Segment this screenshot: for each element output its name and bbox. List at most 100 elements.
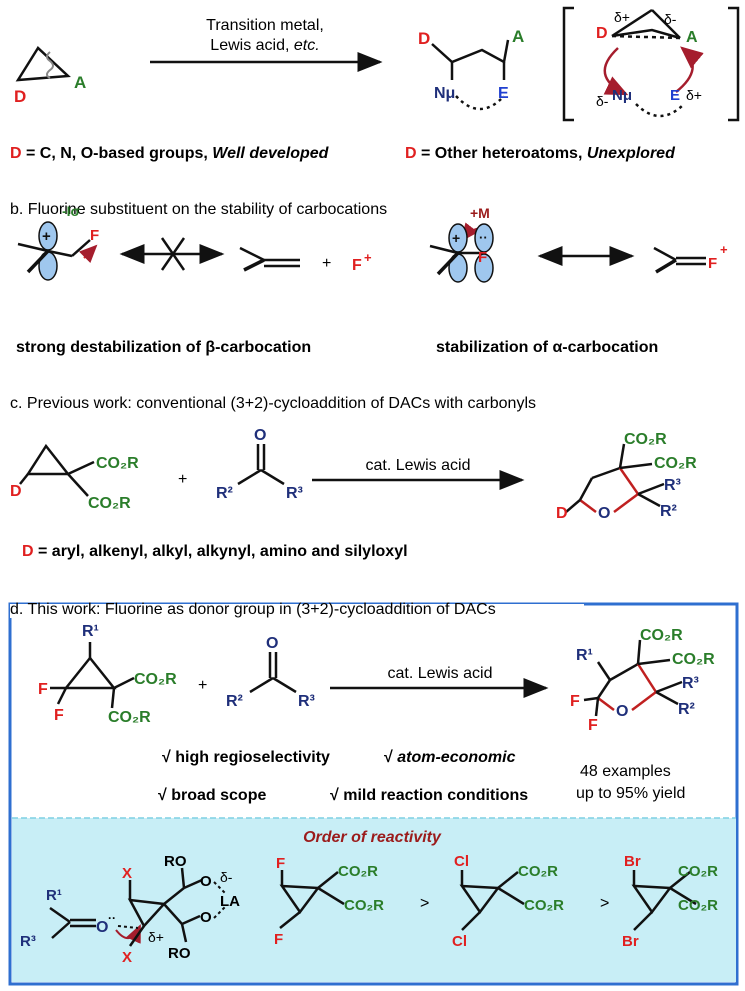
difluoro-cyclopropane: F F CO₂R CO₂R [274,855,384,948]
section-b-title: b. Fluorine substituent on the stability… [10,201,387,218]
feature-scope: √ broad scope [158,787,266,804]
r-label: R¹ [46,887,62,904]
feature-atom-economy: √ atom-economic [384,749,516,766]
fluorine-label: F [38,681,48,698]
ester-label: CO₂R [654,455,697,472]
difluoro-thf-product: R¹ CO₂R CO₂R R³ R² F F O [570,627,715,734]
ester-label: CO₂R [96,455,139,472]
greater-than: > [600,895,609,912]
ester-label: CO₂R [518,863,558,880]
svg-text:··: ·· [108,911,116,925]
oxygen-label: O [96,919,108,936]
ester-label: CO₂R [672,651,715,668]
examples-count: 48 examples [580,763,671,780]
thf-product: O D CO₂R CO₂R R³ R² [556,431,697,522]
acceptor-label: A [74,73,86,92]
electrophile-label: E [670,87,680,104]
fluorine-label: F [478,249,487,266]
oxygen-label: O [266,635,278,652]
r2-label: R² [660,503,677,520]
r2-label: R² [216,485,233,502]
oxygen-label: O [200,873,212,890]
r2-label: R² [226,693,243,710]
fluorine-cation: F [352,257,362,274]
carbonyl: O R² R³ [226,635,315,710]
ester-label: CO₂R [678,863,718,880]
oxygen-label: O [254,427,266,444]
caption-beta: strong destabilization of β-carbocation [16,339,311,356]
r3-label: R³ [286,485,303,502]
section-d: d. This work: Fluorine as donor group in… [8,601,739,986]
caption-developed: D = C, N, O-based groups, Well developed [10,145,330,162]
section-d-title: d. This work: Fluorine as donor group in… [10,601,496,618]
acceptor-label: A [512,27,524,46]
section-c: c. Previous work: conventional (3+2)-cyc… [10,395,697,560]
delta-plus: δ+ [686,87,702,103]
dipole-bracket-structure: D A δ+ δ- δ- Nμ E δ+ [562,6,740,122]
ester-label: CO₂R [344,897,384,914]
fluorine-label: F [276,855,285,872]
oxygen-label: O [598,505,610,522]
fluorocarbenium: F + [653,242,728,274]
fluorine-label: F [588,717,598,734]
plus-sign: + [322,255,331,272]
plus-sign: + [178,471,187,488]
oxygen-label: O [616,703,628,720]
dac-cyclopropane: D A [14,46,86,106]
delta-minus: δ- [664,11,677,27]
delta-minus: δ- [596,93,609,109]
donor-label: D [14,87,26,106]
mesomeric-label: +M [470,205,490,221]
catalyst-label: cat. Lewis acid [366,457,471,474]
section-b: b. Fluorine substituent on the stability… [10,201,728,356]
r3-label: R³ [664,477,681,494]
ester-oxygen-label: RO [164,853,187,870]
ester-label: CO₂R [88,495,131,512]
mechanism-model: R¹ R³ O ·· X X δ+ RO O O RO LA [20,853,240,966]
fluorine-label: F [708,255,717,272]
ester-oxygen-label: RO [168,945,191,962]
dichloro-cyclopropane: Cl Cl CO₂R CO₂R [452,853,564,950]
alpha-fluoro-carbocation: +M + ·· F [429,205,494,283]
feature-regioselectivity: √ high regioselectivity [162,749,330,766]
acceptor-label: A [686,29,698,46]
fluorine-label: F [54,707,64,724]
svg-text:··: ·· [479,230,488,245]
nucleophile-label: Nμ [612,87,632,104]
chlorine-label: Cl [454,853,469,870]
plus-sign: + [198,677,207,694]
dac-diester: D CO₂R CO₂R [10,443,139,512]
cation-charge: + [364,250,372,265]
conditions-line2: Lewis acid, etc. [210,37,319,54]
donor-label: D [418,29,430,48]
r3-label: R³ [682,675,699,692]
oxygen-label: O [200,909,212,926]
plus-charge: + [42,228,51,245]
r1-label: R¹ [576,647,593,664]
feature-conditions: √ mild reaction conditions [330,787,528,804]
svg-text:+: + [452,230,460,246]
donor-label: D [10,483,22,500]
ester-label: CO₂R [524,897,564,914]
nucleophile-label: Nμ [434,85,455,102]
halogen-label: X [122,865,132,882]
svg-text:+: + [720,242,728,257]
delta-plus: δ+ [614,9,630,25]
ester-label: CO₂R [108,709,151,726]
caption-unexplored: D = Other heteroatoms, Unexplored [405,145,676,162]
difluoro-dac: R¹ F F CO₂R CO₂R [38,623,177,726]
ester-label: CO₂R [640,627,683,644]
lewis-acid-label: LA [220,893,240,910]
order-title: Order of reactivity [303,829,442,846]
carbonyl: O R² R³ [216,427,303,502]
ring-opened-intermediate: D A Nμ E [418,27,524,111]
caption-previous-donors: D = aryl, alkenyl, alkyl, alkynyl, amino… [22,543,408,560]
conditions-line1: Transition metal, [206,17,324,34]
inductive-effect-label: -Iσ [62,203,81,219]
ester-label: CO₂R [678,897,718,914]
fluorine-label: F [274,931,283,948]
alkene-product [239,246,300,272]
ester-label: CO₂R [624,431,667,448]
fluorine-label: F [90,227,99,244]
r2-label: R² [678,701,695,718]
